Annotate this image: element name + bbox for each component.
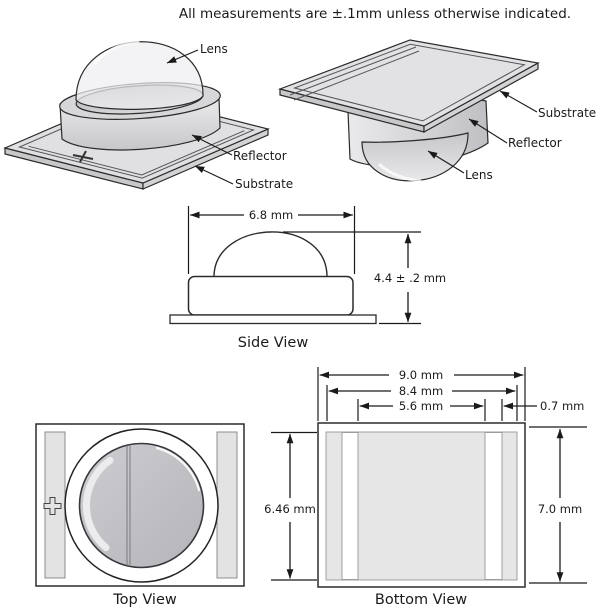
lens-dome-3d xyxy=(361,132,469,182)
polarity-plus-mark xyxy=(43,497,62,515)
height-extension-lines xyxy=(283,231,421,325)
substrate-3d xyxy=(278,39,540,134)
substrate-top-face xyxy=(278,39,540,127)
dome-crescent-highlight xyxy=(82,456,114,552)
perspective-bottom-view: Substrate Reflector Lens xyxy=(278,39,596,183)
bottom-view: 9.0 mm 8.4 mm 5.6 mm 0.7 mm 6.46 mm 7.0 … xyxy=(264,367,587,608)
side-view-caption: Side View xyxy=(238,335,309,351)
lens-leader-arrow xyxy=(166,49,199,64)
top-view: Top View xyxy=(35,423,245,608)
substrate-leader-arrow xyxy=(194,165,234,185)
dome-edge-highlight xyxy=(155,446,201,492)
substrate-width-dim-text: 8.4 mm xyxy=(399,384,443,398)
width-dim-text: 6.8 mm xyxy=(249,208,293,222)
lens-highlight xyxy=(93,40,140,65)
lens-dome-3d xyxy=(75,41,204,110)
lens-highlight xyxy=(378,163,422,183)
substrate-trace-strip xyxy=(289,46,420,101)
center-pad-extension-lines xyxy=(357,399,486,421)
outer-width-dim-text: 9.0 mm xyxy=(399,368,443,382)
lens-leader-arrow xyxy=(427,150,465,174)
reflector-leader-arrow xyxy=(191,134,233,156)
substrate-label: Substrate xyxy=(538,106,596,120)
height-dim-text: 4.4 ± .2 mm xyxy=(374,271,446,285)
reflector-label: Reflector xyxy=(508,136,562,150)
polarity-mark-3d xyxy=(72,150,94,163)
lens-dome-outline xyxy=(213,231,328,278)
reflector-outline xyxy=(187,275,354,316)
perspective-top-view: Lens Reflector Substrate xyxy=(3,40,293,191)
pad-gap-right xyxy=(484,432,503,580)
top-view-caption: Top View xyxy=(112,592,177,608)
contact-strip-right xyxy=(216,431,238,579)
substrate-label: Substrate xyxy=(235,177,293,191)
substrate-trace-frame xyxy=(292,43,526,122)
bottom-view-caption: Bottom View xyxy=(375,592,467,608)
lens-label: Lens xyxy=(200,42,228,56)
substrate-leader-arrow xyxy=(499,90,538,113)
center-pad-dim-text: 5.6 mm xyxy=(399,399,443,413)
pad-gap-left xyxy=(341,432,359,580)
outer-height-dim-text: 7.0 mm xyxy=(538,502,582,516)
lens-dome-top xyxy=(78,442,205,569)
substrate-trace-inner xyxy=(28,130,245,176)
lens-label: Lens xyxy=(465,168,493,182)
width-extension-lines xyxy=(187,206,356,274)
pad-height-dim-text: 6.46 mm xyxy=(264,502,316,516)
measurement-note: All measurements are ±.1mm unless otherw… xyxy=(179,6,571,22)
outer-height-extension-lines xyxy=(529,426,587,584)
side-pad-dim-text: 0.7 mm xyxy=(540,399,584,413)
substrate-width-extension-lines xyxy=(326,385,518,421)
side-view: 6.8 mm 4.4 ± .2 mm Side View xyxy=(169,206,446,351)
reflector-leader-arrow xyxy=(468,118,508,144)
dome-seam-line xyxy=(126,445,131,566)
substrate-outline xyxy=(169,314,377,325)
pad-height-extension-lines xyxy=(271,431,317,581)
outer-width-extension-lines xyxy=(317,367,526,421)
reflector-label: Reflector xyxy=(233,149,287,163)
